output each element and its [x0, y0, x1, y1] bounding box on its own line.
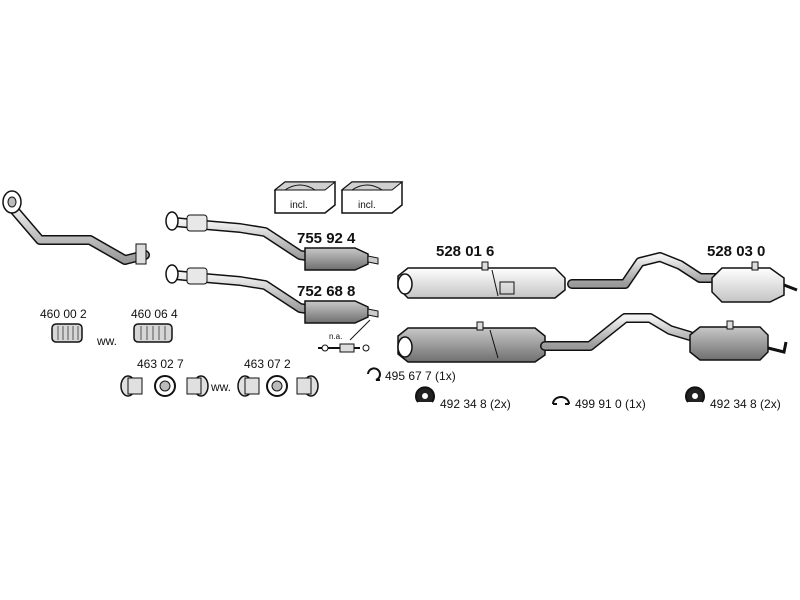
cat-lower-part-number: 752 68 8 — [297, 283, 355, 300]
incl-label-1: incl. — [290, 200, 308, 211]
clamp-a-part-number: 463 02 7 — [137, 357, 184, 371]
front-downpipe — [2, 190, 150, 265]
ww-label-1: ww. — [96, 334, 117, 348]
flex-pipe-b — [133, 323, 173, 343]
ww-label-2: ww. — [210, 380, 231, 394]
clip-icon — [367, 367, 381, 381]
connecting-pipe-lower — [540, 313, 695, 351]
rear-muffler-lower — [689, 320, 788, 361]
hanger-ring-icon — [552, 396, 570, 405]
rubber-mount-left-icon — [415, 386, 435, 403]
catalytic-converter-upper — [165, 211, 379, 271]
muffler-mid-part-number: 528 01 6 — [436, 243, 494, 260]
middle-muffler-upper — [397, 261, 566, 299]
flex-pipe-a — [51, 323, 83, 343]
rear-muffler-upper — [711, 261, 798, 303]
cat-upper-part-number: 755 92 4 — [297, 230, 356, 247]
rubber-left-part-number: 492 34 8 (2x) — [440, 397, 511, 411]
lambda-sensor — [318, 319, 371, 353]
incl-label-2: incl. — [358, 200, 376, 211]
clip-part-number: 495 67 7 (1x) — [385, 369, 456, 383]
clamp-set-b — [237, 375, 319, 397]
incl-box-2: incl. — [340, 181, 404, 214]
rubber-mount-right-icon — [685, 386, 705, 403]
na-label: n.a. — [329, 332, 342, 341]
clamp-b-part-number: 463 07 2 — [244, 357, 291, 371]
rubber-right-part-number: 492 34 8 (2x) — [710, 397, 781, 411]
hanger-part-number: 499 91 0 (1x) — [575, 397, 646, 411]
flex-b-part-number: 460 06 4 — [131, 307, 178, 321]
middle-muffler-lower — [397, 321, 546, 363]
muffler-rear-part-number: 528 03 0 — [707, 243, 765, 260]
incl-box-1: incl. — [273, 181, 337, 214]
catalytic-converter-lower — [165, 264, 379, 324]
clamp-set-a — [120, 375, 209, 397]
flex-a-part-number: 460 00 2 — [40, 307, 87, 321]
connecting-pipe-upper — [567, 252, 735, 289]
